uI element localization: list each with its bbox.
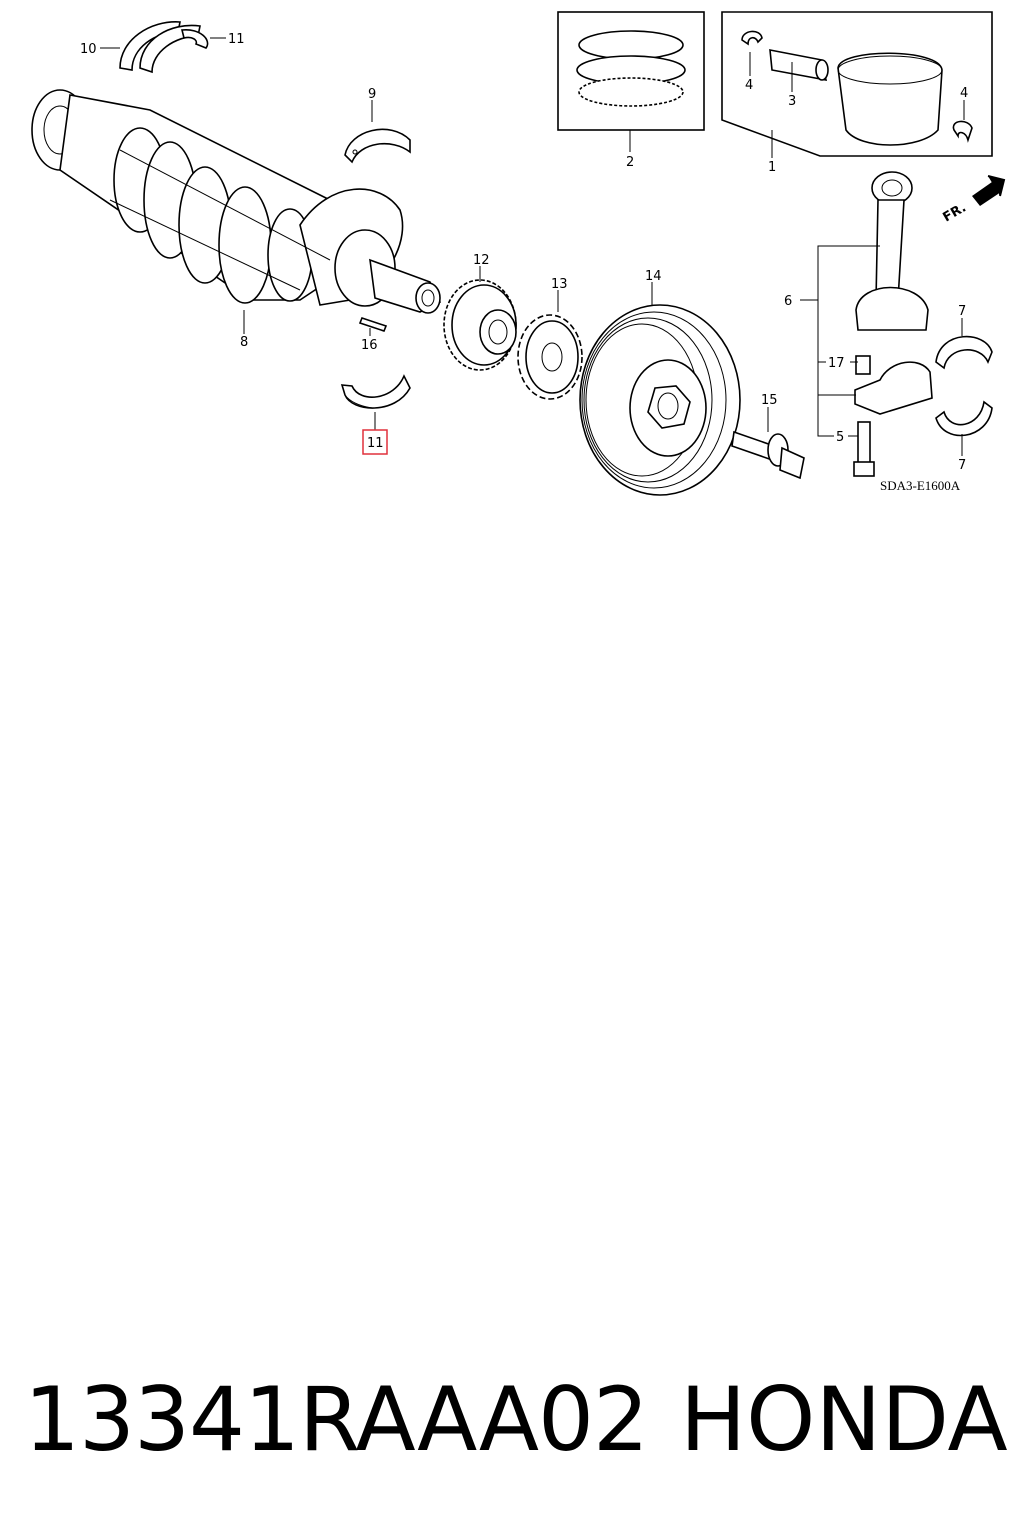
- callout-2[interactable]: 2: [626, 155, 634, 170]
- leader-lines: [100, 37, 965, 456]
- callout-10[interactable]: 11: [228, 32, 245, 47]
- brand-name: HONDA: [680, 1368, 1008, 1471]
- callout-13[interactable]: 13: [551, 277, 568, 292]
- upper-bearing-illustration[interactable]: [344, 128, 411, 164]
- part-number: 13341RAAA02: [24, 1368, 649, 1471]
- rod-bearing-lower-illustration[interactable]: [935, 400, 993, 437]
- callout-11[interactable]: 11: [367, 436, 384, 451]
- callout-14[interactable]: 14: [645, 269, 662, 284]
- callout-16[interactable]: 16: [361, 338, 378, 353]
- callout-15[interactable]: 15: [761, 393, 778, 408]
- callout-4[interactable]: 4: [960, 86, 968, 101]
- front-direction-label: FR.: [941, 200, 969, 225]
- callout-8[interactable]: 8: [240, 335, 248, 350]
- thrust-washer-illustration[interactable]: [119, 21, 209, 74]
- highlight-box: [362, 429, 388, 455]
- callout-6[interactable]: 6: [784, 294, 792, 309]
- callout-12[interactable]: 12: [473, 253, 490, 268]
- front-direction-arrow-icon: [972, 175, 1006, 206]
- timing-gear-illustration[interactable]: [443, 279, 517, 371]
- callout-17[interactable]: 17: [828, 356, 845, 371]
- connecting-rod-illustration[interactable]: [855, 171, 929, 331]
- callout-7[interactable]: 7: [958, 304, 966, 319]
- callout-1[interactable]: 1: [768, 160, 776, 175]
- callout-3[interactable]: 3: [788, 94, 796, 109]
- woodruff-key-illustration[interactable]: [358, 317, 388, 332]
- crankshaft-pulley-illustration[interactable]: [579, 304, 741, 496]
- parts-diagram: FR. 10 11 9 8 16 11 12 13 14 15 2 1 4: [0, 0, 1024, 520]
- piston-ring-set-illustration[interactable]: [557, 11, 705, 131]
- pulse-plate-illustration[interactable]: [517, 314, 583, 400]
- rod-bearing-upper-illustration[interactable]: [935, 335, 993, 370]
- callout-10[interactable]: 10: [80, 42, 97, 57]
- connecting-rod-bolt-illustration[interactable]: [853, 421, 875, 477]
- callout-9[interactable]: 9: [368, 87, 376, 102]
- callout-4[interactable]: 4: [745, 78, 753, 93]
- diagram-code: SDA3-E1600A: [880, 478, 961, 493]
- lower-bearing-illustration[interactable]: [340, 374, 411, 409]
- footer: 13341RAAA02 HONDA: [0, 1360, 1024, 1480]
- callout-7[interactable]: 7: [958, 458, 966, 473]
- connecting-rod-cap-illustration[interactable]: [854, 355, 933, 415]
- piston-assembly-illustration[interactable]: [721, 11, 993, 157]
- callout-5[interactable]: 5: [836, 430, 844, 445]
- pulley-bolt-illustration[interactable]: [731, 430, 805, 480]
- crankshaft-illustration[interactable]: [31, 89, 442, 314]
